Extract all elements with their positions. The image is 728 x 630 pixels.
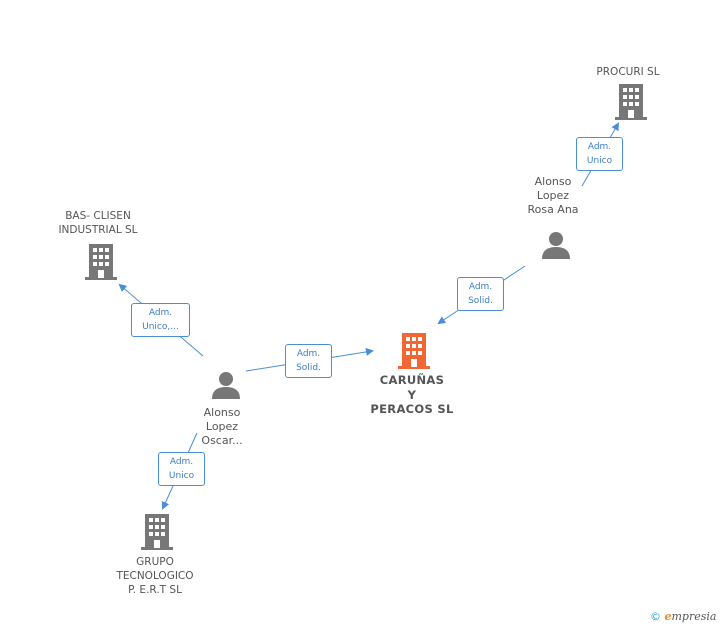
role-line-2: Unico xyxy=(586,156,613,166)
role-line-2: Unico,... xyxy=(142,322,179,332)
role-line-1: Adm. xyxy=(468,282,493,292)
person-oscar-label[interactable]: Alonso Lopez Oscar... xyxy=(201,406,243,447)
footer-brand: © empresia xyxy=(650,610,716,623)
role-rosa-procuri[interactable]: Adm. Unico xyxy=(576,137,623,171)
role-oscar-main[interactable]: Adm. Solid. xyxy=(285,344,332,378)
main-company-label[interactable]: CARUÑAS Y PERACOS SL xyxy=(370,373,454,416)
role-line-1: Adm. xyxy=(148,308,173,318)
role-line-1: Adm. xyxy=(169,457,194,467)
role-oscar-bas[interactable]: Adm. Unico,... xyxy=(131,303,190,337)
main-company-building-icon[interactable] xyxy=(398,333,432,369)
role-line-1: Adm. xyxy=(296,349,321,359)
procuri-building-icon[interactable] xyxy=(615,84,649,120)
bas-clisen-label[interactable]: BAS- CLISEN INDUSTRIAL SL xyxy=(58,210,138,236)
role-line-2: Solid. xyxy=(468,296,493,306)
role-line-2: Solid. xyxy=(296,363,321,373)
person-rosa-label[interactable]: Alonso Lopez Rosa Ana xyxy=(527,175,579,216)
role-line-2: Unico xyxy=(168,471,195,481)
grupo-building-icon[interactable] xyxy=(141,514,175,550)
role-line-1: Adm. xyxy=(587,142,612,152)
person-rosa-icon[interactable] xyxy=(541,230,571,260)
brand-e: e xyxy=(664,610,672,623)
procuri-label[interactable]: PROCURI SL xyxy=(596,66,660,78)
brand-rest: mpresia xyxy=(671,610,717,623)
bas-clisen-building-icon[interactable] xyxy=(85,244,119,280)
grupo-label[interactable]: GRUPO TECNOLOGICO P. E.R.T SL xyxy=(116,556,194,596)
brand-logo: empresia xyxy=(665,610,717,623)
person-oscar-icon[interactable] xyxy=(211,370,241,400)
copyright-icon: © xyxy=(650,610,661,623)
role-oscar-grupo[interactable]: Adm. Unico xyxy=(158,452,205,486)
role-rosa-main[interactable]: Adm. Solid. xyxy=(457,277,504,311)
